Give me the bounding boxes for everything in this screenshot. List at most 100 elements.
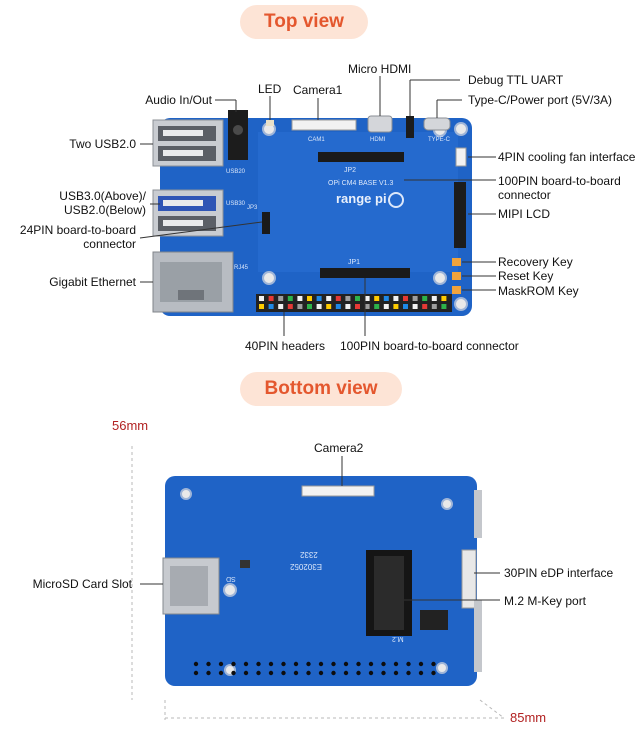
bottom-board-image [162, 476, 482, 686]
header-pin [355, 304, 360, 309]
micro-hdmi-image [367, 115, 393, 133]
label-m2: M.2 M-Key port [504, 594, 587, 608]
jp3-connector-image [262, 212, 270, 234]
header-pin [307, 296, 312, 301]
label-debug-uart: Debug TTL UART [468, 73, 564, 87]
bottom-header-pin [343, 670, 349, 676]
top-board-image [152, 110, 472, 316]
label-b2b100-right-line1: 100PIN board-to-board [498, 174, 621, 188]
bottom-header-pin [406, 670, 411, 676]
header-pin [441, 304, 447, 309]
edp-connector-image [461, 549, 477, 609]
silk-sd: SD [226, 575, 236, 582]
dimension-lines [131, 446, 505, 720]
header-pin [393, 304, 399, 309]
label-usb2: Two USB2.0 [69, 137, 136, 151]
bottom-header-pin [206, 670, 211, 676]
bottom-header-pin [256, 661, 261, 667]
silk-board-version: OPi CM4 BASE V1.3 [328, 180, 394, 187]
label-ethernet: Gigabit Ethernet [49, 275, 136, 289]
bottom-header-pin [293, 661, 299, 667]
header-pin [259, 304, 264, 309]
label-microsd: MicroSD Card Slot [32, 577, 132, 591]
header-pin [287, 304, 293, 309]
usb3-port-image [152, 189, 224, 237]
header-pin [393, 296, 399, 301]
header-pin [268, 296, 274, 301]
header-pin [307, 304, 312, 309]
silk-jp2: JP2 [344, 167, 357, 174]
header-pin [335, 304, 341, 309]
bottom-header-pin [293, 670, 299, 676]
bottom-header-pin [356, 661, 361, 667]
bottom-header-pin [431, 661, 436, 667]
label-b2b100-right-line2: connector [498, 188, 551, 202]
silk-usb30: USB30 [226, 201, 246, 207]
bottom-header-pin [193, 661, 199, 667]
bottom-header-pin [431, 670, 436, 676]
header-pin [345, 296, 351, 301]
header-pin [374, 296, 380, 301]
bottom-header-pins [193, 661, 436, 676]
label-reset: Reset Key [498, 269, 554, 283]
header-pin [278, 304, 284, 309]
bottom-header-pin [393, 661, 399, 667]
usb2-ports-image [152, 119, 224, 167]
header40-image [256, 294, 452, 312]
header-pin [278, 296, 284, 301]
jp2-connector-image [318, 152, 404, 162]
dimension-height: 56mm [112, 418, 149, 433]
header-pin [403, 304, 408, 309]
bottom-header-pin [393, 670, 399, 676]
bottom-header-pin [356, 670, 361, 676]
label-camera2: Camera2 [314, 441, 364, 455]
silk-typec: TYPE-C [428, 137, 451, 143]
label-header40: 40PIN headers [245, 339, 326, 353]
bottom-header-pin [256, 670, 261, 676]
header-pin [412, 296, 418, 301]
silk-code2: E302052 [290, 562, 323, 571]
bottom-header-pin [318, 661, 324, 667]
label-pin24-line1: 24PIN board-to-board [19, 223, 136, 237]
typec-port-image [423, 117, 451, 131]
label-pin24-line2: connector [83, 237, 136, 251]
jp1-connector-image [320, 268, 410, 278]
header-pin [316, 304, 322, 309]
header-pin [431, 304, 437, 309]
mipi-lcd-connector-image [454, 182, 466, 248]
bottom-header-pin [231, 670, 236, 676]
header-pin [422, 304, 428, 309]
top-leader-lines [139, 76, 496, 336]
header-pin [259, 296, 264, 301]
header-pin [297, 296, 303, 301]
header-pin [441, 296, 447, 301]
silk-cam1: CAM1 [308, 137, 325, 143]
label-fan: 4PIN cooling fan interface [498, 150, 636, 164]
label-micro-hdmi: Micro HDMI [348, 62, 412, 76]
label-led: LED [258, 82, 282, 96]
bottom-header-pin [231, 661, 236, 667]
header-pin [297, 304, 303, 309]
bottom-header-pin [343, 661, 349, 667]
camera2-connector-image [301, 485, 375, 497]
bottom-header-pin [193, 670, 199, 676]
label-usb3-line1: USB3.0(Above)/ [59, 189, 146, 203]
bottom-header-pin [281, 670, 286, 676]
bottom-header-pin [218, 670, 224, 676]
bottom-header-pin [381, 661, 386, 667]
silk-m2: M.2 [392, 635, 404, 642]
ethernet-port-image [152, 251, 234, 313]
silk-jp3: JP3 [247, 205, 258, 211]
bottom-header-pin [281, 661, 286, 667]
header-pin [412, 304, 418, 309]
bottom-header-pin [406, 661, 411, 667]
bottom-leader-lines [140, 456, 500, 601]
dimension-width: 85mm [510, 710, 547, 725]
bottom-mounting-holes [180, 488, 453, 676]
bottom-header-pin [418, 670, 424, 676]
header-pin [268, 304, 274, 309]
silk-hdmi: HDMI [370, 137, 386, 143]
header-pin [364, 304, 370, 309]
header-pin [355, 296, 360, 301]
